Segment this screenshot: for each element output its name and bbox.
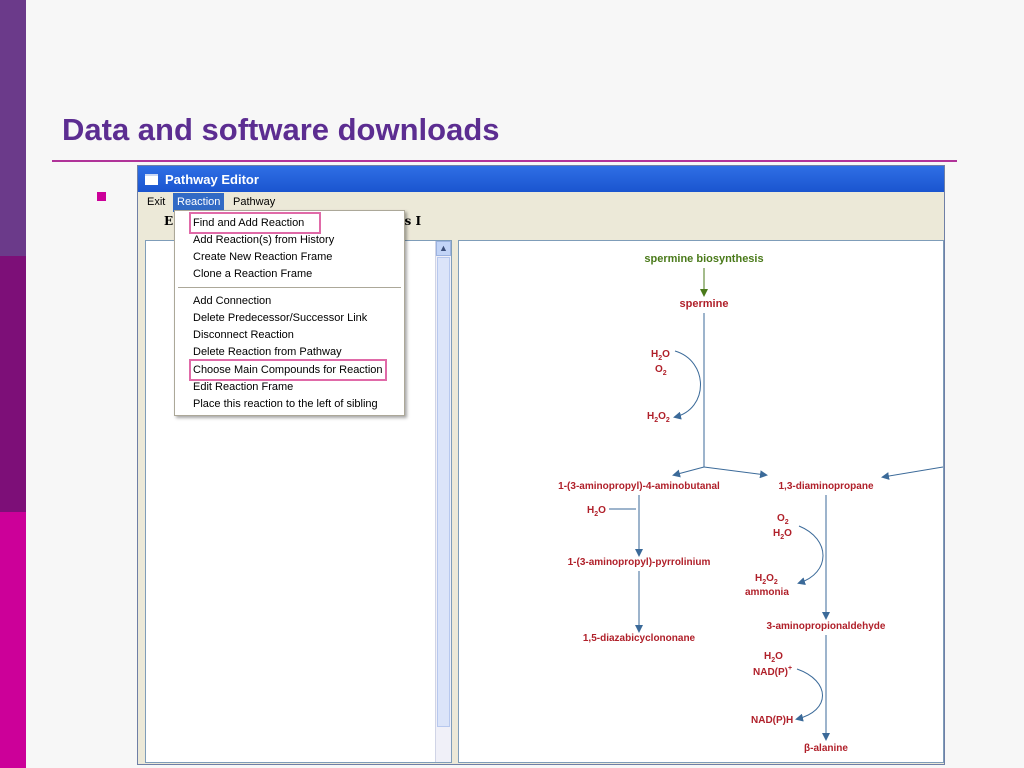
compound-aminopropyl-aminobutanal[interactable]: 1-(3-aminopropyl)-4-aminobutanal	[558, 481, 720, 492]
menu-item-clone-reaction-frame[interactable]: Clone a Reaction Frame	[193, 268, 313, 280]
branch-arrow-right	[703, 466, 768, 479]
compound-diaminopropane[interactable]: 1,3-diaminopropane	[778, 481, 873, 492]
bullet-marker	[97, 192, 106, 201]
menu-item-disconnect-reaction[interactable]: Disconnect Reaction	[193, 329, 294, 341]
side-compound-ammonia: ammonia	[745, 587, 789, 598]
side-compound-nadp: NAD(P)+	[753, 665, 792, 678]
menu-item-delete-reaction-from-pathway[interactable]: Delete Reaction from Pathway	[193, 346, 342, 358]
menu-item-add-reactions-from-history[interactable]: Add Reaction(s) from History	[193, 234, 335, 246]
compound-aminopropyl-pyrrolinium[interactable]: 1-(3-aminopropyl)-pyrrolinium	[568, 557, 711, 568]
scroll-up-icon[interactable]: ▲	[436, 241, 451, 256]
toolbar-label-right: is I	[400, 214, 422, 228]
menu-reaction[interactable]: Reaction	[173, 193, 225, 212]
vertical-scrollbar[interactable]: ▲	[435, 241, 451, 762]
menu-item-choose-main-compounds[interactable]: Choose Main Compounds for Reaction	[193, 364, 383, 376]
highlight-choose-main-compounds	[189, 359, 387, 381]
window-titlebar[interactable]: Pathway Editor	[138, 166, 944, 192]
scrollbar-thumb[interactable]	[437, 257, 450, 727]
side-compound-h2o: H2O	[651, 349, 670, 362]
incoming-arrow-right	[881, 466, 943, 480]
slide-title: Data and software downloads	[62, 112, 500, 147]
window-icon	[145, 174, 158, 185]
menu-pathway[interactable]: Pathway	[233, 196, 276, 208]
menu-item-place-reaction-left-of-sibling[interactable]: Place this reaction to the left of sibli…	[193, 398, 378, 410]
title-divider	[52, 160, 957, 162]
compound-diazabicyclononane[interactable]: 1,5-diazabicyclononane	[583, 633, 696, 644]
pathway-link-spermine-biosynthesis[interactable]: spermine biosynthesis	[644, 253, 763, 265]
menu-item-edit-reaction-frame[interactable]: Edit Reaction Frame	[193, 381, 294, 393]
slide-stripe-top	[0, 0, 26, 256]
pathway-diagram-pane[interactable]: spermine biosynthesis spermine H2O O2 H2…	[458, 240, 944, 763]
compound-aminopropionaldehyde[interactable]: 3-aminopropionaldehyde	[767, 621, 886, 632]
menu-bar: Exit Reaction Pathway	[138, 193, 944, 212]
side-compound-h2o-ald: H2O	[764, 651, 783, 664]
side-compound-o2-right: O2	[777, 513, 789, 526]
slide-stripe-bottom	[0, 512, 26, 768]
side-compound-h2o-left: H2O	[587, 505, 606, 518]
branch-arrow-left	[672, 466, 705, 478]
menu-item-find-and-add-reaction[interactable]: Find and Add Reaction	[193, 217, 305, 229]
menu-item-add-connection[interactable]: Add Connection	[193, 295, 272, 307]
menu-separator	[178, 287, 401, 288]
side-reaction-curve-right	[797, 525, 824, 586]
slide-stripe-middle	[0, 256, 26, 512]
toolbar-label-left: E	[164, 214, 174, 228]
reaction-menu-dropdown: Find and Add Reaction Add Reaction(s) fr…	[174, 210, 405, 416]
compound-spermine[interactable]: spermine	[680, 298, 729, 310]
highlight-find-and-add-reaction	[189, 212, 321, 234]
menu-item-create-new-reaction-frame[interactable]: Create New Reaction Frame	[193, 251, 333, 263]
side-compound-h2o2: H2O2	[647, 411, 670, 424]
compound-beta-alanine[interactable]: β-alanine	[804, 743, 848, 754]
side-reaction-curve-nadp	[795, 668, 823, 722]
side-compound-h2o2-right: H2O2	[755, 573, 778, 586]
menu-exit[interactable]: Exit	[147, 196, 166, 208]
menu-item-delete-predecessor-successor-link[interactable]: Delete Predecessor/Successor Link	[193, 312, 368, 324]
window-title: Pathway Editor	[165, 172, 259, 187]
side-reaction-curve	[673, 350, 701, 420]
side-compound-nadph: NAD(P)H	[751, 715, 793, 726]
pathway-diagram: spermine biosynthesis spermine H2O O2 H2…	[558, 253, 943, 754]
side-compound-o2: O2	[655, 364, 667, 377]
side-compound-h2o-right: H2O	[773, 528, 792, 541]
